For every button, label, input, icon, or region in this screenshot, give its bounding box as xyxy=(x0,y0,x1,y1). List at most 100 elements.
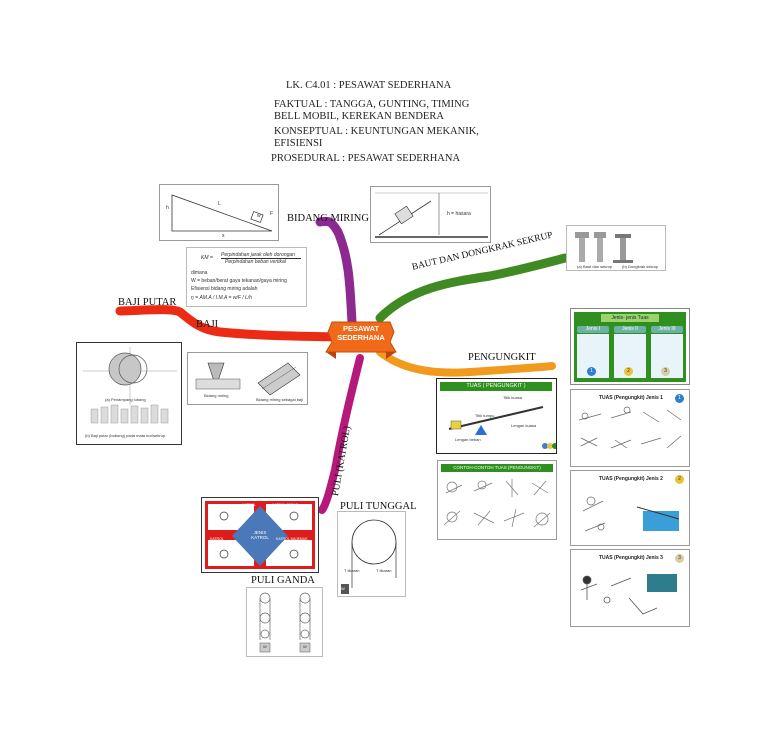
tunggal-w: W xyxy=(341,586,345,591)
baji-putar-diagram xyxy=(83,347,177,424)
j2-illustrations xyxy=(582,496,680,532)
incline-l: L xyxy=(218,201,221,207)
card-jenis-tuas: Jenis- jenis Tuas Jenis I Jenis II Jenis… xyxy=(570,308,690,385)
incline-block-label: h = hasara xyxy=(447,211,471,217)
incline-x: x xyxy=(222,233,225,239)
jenis-1-tag: Jenis I xyxy=(577,326,609,333)
screw-caption-1: (a) Baut dan sekrup xyxy=(577,264,613,269)
formula-text-3: Efisiensi bidang miring adalah xyxy=(191,286,258,292)
incline-block-diagram xyxy=(375,192,488,238)
katrol-q3: KATROL xyxy=(210,537,224,541)
incline-h: h xyxy=(166,205,169,211)
baji-diagram xyxy=(195,362,301,396)
baji-putar-caption-1: (a) Penampang lubang xyxy=(105,397,146,402)
branch-green xyxy=(375,253,570,323)
center-line-1: PESAWAT xyxy=(342,324,380,333)
card-formula: KM = Perpindahan jarak oleh dorongan Per… xyxy=(186,247,307,307)
screw-diagram xyxy=(575,232,633,263)
incline-diagram xyxy=(171,194,273,232)
header-line-6: PROSEDURAL : PESAWAT SEDERHANA xyxy=(271,153,461,164)
baji-caption-2: Bidang miring sebagai baji xyxy=(256,397,303,402)
katrol-q1: KATROL xyxy=(242,503,256,507)
center-line-2: SEDERHANA xyxy=(337,333,385,342)
j2-title: TUAS (Pengungkit) Jenis 2 xyxy=(599,476,663,482)
formula-num: Perpindahan jarak oleh dorongan xyxy=(221,252,295,258)
center-label: PESAWAT SEDERHANA xyxy=(326,324,396,342)
formula-efficiency: η = AM.A / I.M.A = w/F / L/h xyxy=(191,295,252,301)
katrol-center-2: KATROL xyxy=(251,535,269,540)
branch-orange xyxy=(376,348,556,377)
j1-illustrations xyxy=(578,406,682,449)
baji-caption-1: Bidang miring xyxy=(204,393,229,398)
katrol-center: JENIS KATROL xyxy=(246,530,274,540)
card-baji: Bidang miring Bidang miring sebagai baji xyxy=(187,352,308,405)
j1-badge: 1 xyxy=(675,394,684,403)
branch-purple xyxy=(315,216,357,327)
tuas-label-2: Titik tumpu xyxy=(475,413,495,418)
label-bidang-miring: BIDANG MIRING xyxy=(287,213,369,224)
card-baji-putar: (a) Penampang lubang (b) Baji putar (bob… xyxy=(76,342,182,445)
card-tuas-jenis-3: TUAS (Pengungkit) Jenis 3 3 xyxy=(570,549,690,627)
formula-text-1: dimana xyxy=(191,270,208,276)
header-line-4: KONSEPTUAL : KEUNTUNGAN MEKANIK, xyxy=(274,126,479,137)
formula-bar xyxy=(221,258,301,259)
card-incline-plane: h L x w F xyxy=(159,184,279,241)
label-pengungkit: PENGUNGKIT xyxy=(468,352,536,363)
header-line-1: LK. C4.01 : PESAWAT SEDERHANA xyxy=(286,80,452,91)
label-puli-ganda: PULI GANDA xyxy=(251,575,315,586)
baji-putar-caption-2: (b) Baji putar (bobong) pada mata bor/se… xyxy=(85,433,166,438)
jenis-2-tag: Jenis II xyxy=(614,326,646,333)
branch-magenta xyxy=(318,354,364,514)
puli-tunggal-diagram xyxy=(341,519,397,594)
katrol-diamond xyxy=(219,506,299,566)
jenis-title: Jenis- jenis Tuas xyxy=(601,314,659,322)
formula-den: Perpindahan beban vertikal xyxy=(225,259,286,265)
puli-ganda-diagram xyxy=(259,592,311,653)
tuas-diagram xyxy=(448,406,556,449)
label-puli-tunggal: PULI TUNGGAL xyxy=(340,501,417,512)
jenis-3-badge: 3 xyxy=(661,367,670,376)
incline-f: F xyxy=(270,211,274,217)
card-tuas: TUAS ( PENGUNGKIT ) Titik kuasa Titik tu… xyxy=(436,378,557,454)
tuas-label-1: Titik kuasa xyxy=(503,395,522,400)
j2-badge: 2 xyxy=(675,475,684,484)
katrol-center-1: JENIS xyxy=(253,530,267,535)
label-baji-putar: BAJI PUTAR xyxy=(118,297,177,308)
contoh-title: CONTOH-CONTOH TUAS (PENGUNGKIT) xyxy=(441,464,553,472)
ganda-w1: W xyxy=(263,644,267,649)
formula-km: KM = xyxy=(201,255,213,261)
jenis-1-badge: 1 xyxy=(587,367,596,376)
ganda-w2: W xyxy=(303,644,307,649)
tunggal-t1: T tikaran xyxy=(344,568,360,573)
jenis-3-tag: Jenis III xyxy=(651,326,683,333)
header-line-2: FAKTUAL : TANGGA, GUNTING, TIMING xyxy=(274,99,470,110)
j3-title: TUAS (Pengungkit) Jenis 3 xyxy=(599,555,663,561)
card-contoh-tuas: CONTOH-CONTOH TUAS (PENGUNGKIT) xyxy=(437,460,557,540)
katrol-q4: KATROL MAJEMUK xyxy=(276,537,308,541)
card-jenis-katrol: JENIS KATROL KATROL KATROL BEBAS KATROL … xyxy=(201,497,319,573)
center-node xyxy=(325,321,397,359)
card-puli-tunggal: W T tikaran T tikaran xyxy=(337,511,406,597)
label-baji: BAJI xyxy=(196,319,219,330)
tuas-label-4: Lengan beban xyxy=(455,437,481,442)
tuas-label-3: Lengan kuasa xyxy=(511,423,537,428)
card-screw: (a) Baut dan sekrup (b) Dongkrak sekrup xyxy=(566,225,666,271)
card-puli-ganda: W W xyxy=(246,587,323,657)
header-line-3: BELL MOBIL, KEREKAN BENDERA xyxy=(274,111,444,122)
card-tuas-jenis-1: TUAS (Pengungkit) Jenis 1 1 xyxy=(570,389,690,467)
screw-caption-2: (b) Dongkrak sekrup xyxy=(622,264,659,269)
katrol-q2: KATROL BEBAS xyxy=(272,503,299,507)
contoh-illustrations xyxy=(443,479,551,528)
incline-w: w xyxy=(257,213,261,219)
branch-red xyxy=(115,305,345,342)
j3-illustrations xyxy=(580,574,677,615)
header-line-5: EFISIENSI xyxy=(274,138,323,149)
card-tuas-jenis-2: TUAS (Pengungkit) Jenis 2 2 xyxy=(570,470,690,546)
card-incline-block: h = hasara xyxy=(370,186,491,243)
jenis-2-badge: 2 xyxy=(624,367,633,376)
tunggal-t2: T tikaran xyxy=(376,568,392,573)
formula-text-2: W = beban/berat gaya tekanan/gaya miring xyxy=(191,278,287,284)
tuas-title: TUAS ( PENGUNGKIT ) xyxy=(440,382,552,391)
j1-title: TUAS (Pengungkit) Jenis 1 xyxy=(599,395,663,401)
